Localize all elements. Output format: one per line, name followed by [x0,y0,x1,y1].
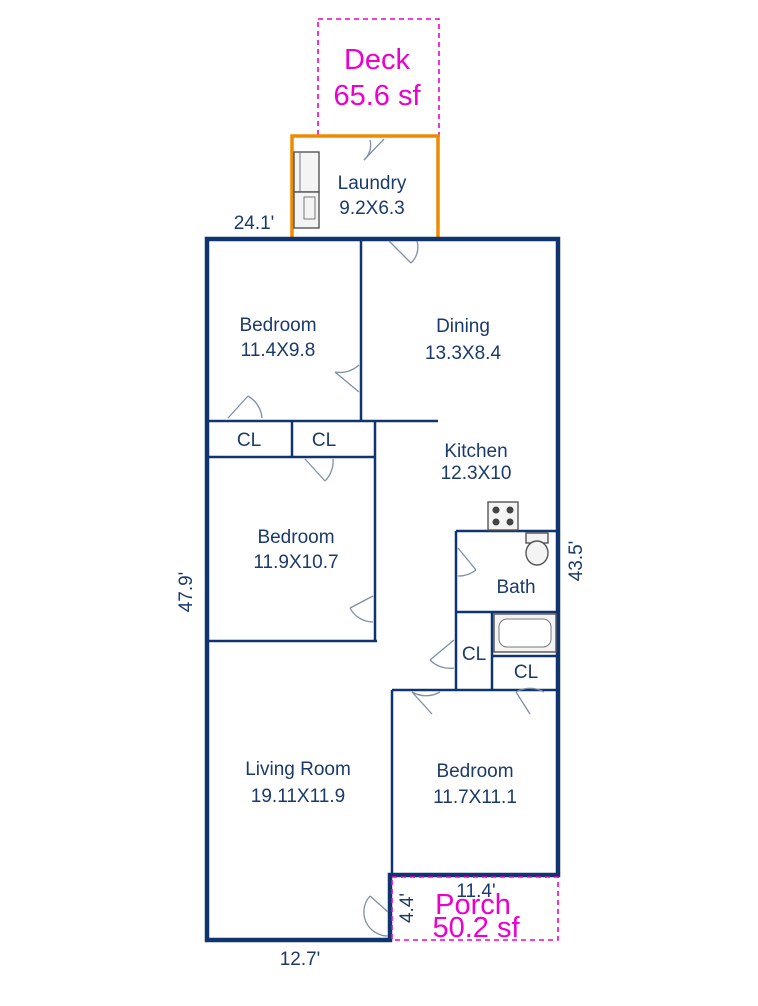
toilet-fixture [525,532,549,566]
bedroom-middle-size: 11.9X10.7 [253,552,338,573]
door-bedroom-bottom [411,691,441,715]
porch-outline [391,876,559,941]
bedroom-bottom-size: 11.7X11.1 [433,787,517,808]
laundry-deck-door [363,138,385,161]
porch-depth-dimension: 4.4' [397,893,418,923]
washer-fixture [293,151,320,193]
door-closet-2 [304,458,334,482]
deck-area: 65.6 sf [333,80,421,112]
dining-name: Dining [436,316,490,337]
bedroom-top-size: 11.4X9.8 [241,340,316,361]
living-room-name: Living Room [245,759,351,780]
door-front-porch [363,895,389,937]
door-closet-1 [227,395,263,419]
deck-name: Deck [344,44,411,76]
outer-wall [204,236,561,943]
dining-size: 13.3X8.4 [425,343,501,364]
bedroom-top-name: Bedroom [239,315,316,336]
top-dimension: 24.1' [234,213,275,234]
stove-fixture [487,501,519,531]
door-dining-laundry [388,240,419,264]
closet-2-label: CL [312,430,336,451]
bedroom-bottom-name: Bedroom [436,761,513,782]
closet-3-label: CL [462,644,486,665]
deck-outline [317,18,440,137]
laundry-size: 9.2X6.3 [339,198,405,219]
porch-width-dimension: 11.4' [456,881,495,902]
laundry-name: Laundry [338,173,407,194]
bathtub-fixture [493,613,557,653]
door-bath [457,547,477,577]
closet-1-label: CL [237,430,261,451]
porch-area: 50.2 sf [432,912,520,944]
bath-label: Bath [496,577,535,598]
left-dimension: 47.9' [176,572,197,613]
right-dimension: 43.5' [566,541,587,582]
door-closet-3 [429,639,455,669]
bedroom-middle-name: Bedroom [257,527,334,548]
kitchen-name: Kitchen [444,441,507,462]
closet-4-label: CL [514,662,538,683]
bottom-dimension: 12.7' [280,949,321,970]
dryer-fixture [293,191,320,229]
door-bedroom-middle [349,595,374,623]
living-room-size: 19.11X11.9 [251,786,345,807]
porch-name: Porch [435,889,511,921]
door-bedroom-top [334,364,360,393]
kitchen-size: 12.3X10 [441,463,512,484]
door-closet-4 [515,687,545,715]
